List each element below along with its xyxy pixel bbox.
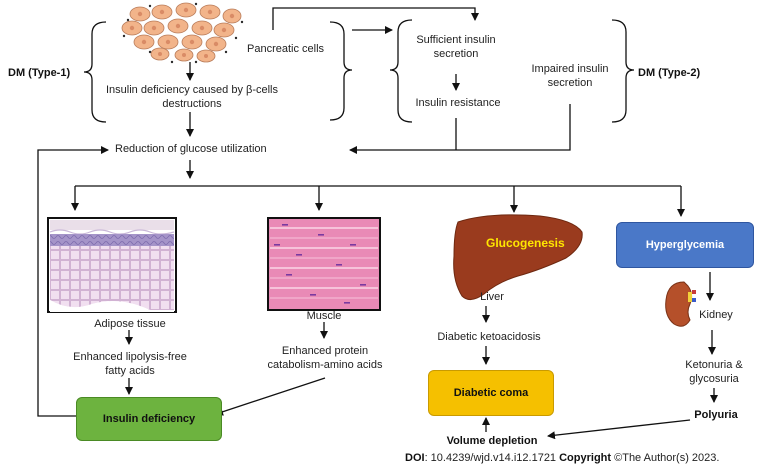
lipolysis-line1: Enhanced lipolysis-free <box>73 351 187 363</box>
ketonuria-line2: glycosuria <box>689 373 739 385</box>
arrow-pancreas-to-sufficient <box>272 7 479 30</box>
cell-nuclei <box>129 7 235 58</box>
pancreatic-cells-label: Pancreatic cells <box>247 43 325 55</box>
volume-depletion-label: Volume depletion <box>446 435 538 447</box>
adipose-tissue-image <box>47 217 177 313</box>
copyright-label: Copyright <box>559 452 612 464</box>
arrow-feedback-loop <box>37 146 109 417</box>
beta-cell-deficiency-label: Insulin deficiency caused by β-cells des… <box>100 83 284 111</box>
liver-shape <box>453 214 583 300</box>
ketonuria-label: Ketonuria & glycosuria <box>674 358 754 386</box>
protein-line2: catabolism-amino acids <box>267 359 383 371</box>
adipose-tissue-label: Adipose tissue <box>94 318 166 330</box>
impaired-secretion-label: Impaired insulin secretion <box>524 62 616 90</box>
arrow-type2-to-reduction <box>349 104 571 154</box>
bracket-type2-left <box>389 19 413 123</box>
doi-footer: DOI: 10.4239/wjd.v14.i12.1721 Copyright … <box>405 452 719 464</box>
arrow-polyuria-to-volume <box>547 419 691 440</box>
sufficient-secretion-label: Sufficient insulin secretion <box>406 33 506 61</box>
copyright-value: ©The Author(s) 2023. <box>611 452 720 464</box>
hyperglycemia-box: Hyperglycemia <box>616 222 754 268</box>
bracket-type2-right <box>611 19 635 123</box>
sufficient-secretion-line1: Sufficient insulin <box>416 34 496 46</box>
muscle-image <box>267 217 381 311</box>
protein-catabolism-label: Enhanced protein catabolism-amino acids <box>262 344 388 372</box>
lipolysis-label: Enhanced lipolysis-free fatty acids <box>64 350 196 378</box>
liver-label: Liver <box>480 291 504 303</box>
diabetic-ketoacidosis-label: Diabetic ketoacidosis <box>437 331 541 343</box>
insulin-deficiency-box: Insulin deficiency <box>76 397 222 441</box>
beta-cell-deficiency-line2: destructions <box>162 98 222 110</box>
cell-dots <box>122 2 244 64</box>
doi-label: DOI <box>405 452 425 464</box>
kidney-label: Kidney <box>699 309 733 321</box>
impaired-secretion-line1: Impaired insulin <box>531 63 609 75</box>
beta-cell-deficiency-line1: Insulin deficiency caused by β-cells <box>105 84 279 96</box>
doi-value: : 10.4239/wjd.v14.i12.1721 <box>424 452 560 464</box>
dm-type1-label: DM (Type-1) <box>8 67 71 79</box>
reduction-glucose-label: Reduction of glucose utilization <box>115 143 267 155</box>
kidney-shape <box>665 281 696 327</box>
glucogenesis-label: Glucogenesis <box>486 236 565 250</box>
bracket-middle-right <box>329 21 353 121</box>
lipolysis-line2: fatty acids <box>105 365 155 377</box>
arrow-protein-to-deficiency <box>215 377 326 416</box>
diabetic-coma-box: Diabetic coma <box>428 370 554 416</box>
dm-type2-label: DM (Type-2) <box>638 67 701 79</box>
protein-line1: Enhanced protein <box>281 345 369 357</box>
impaired-secretion-line2: secretion <box>547 77 593 89</box>
muscle-label: Muscle <box>306 310 342 322</box>
insulin-resistance-label: Insulin resistance <box>415 97 501 109</box>
bracket-type1 <box>83 21 107 123</box>
sufficient-secretion-line2: secretion <box>433 48 479 60</box>
ketonuria-line1: Ketonuria & <box>685 359 743 371</box>
polyuria-label: Polyuria <box>694 409 738 421</box>
